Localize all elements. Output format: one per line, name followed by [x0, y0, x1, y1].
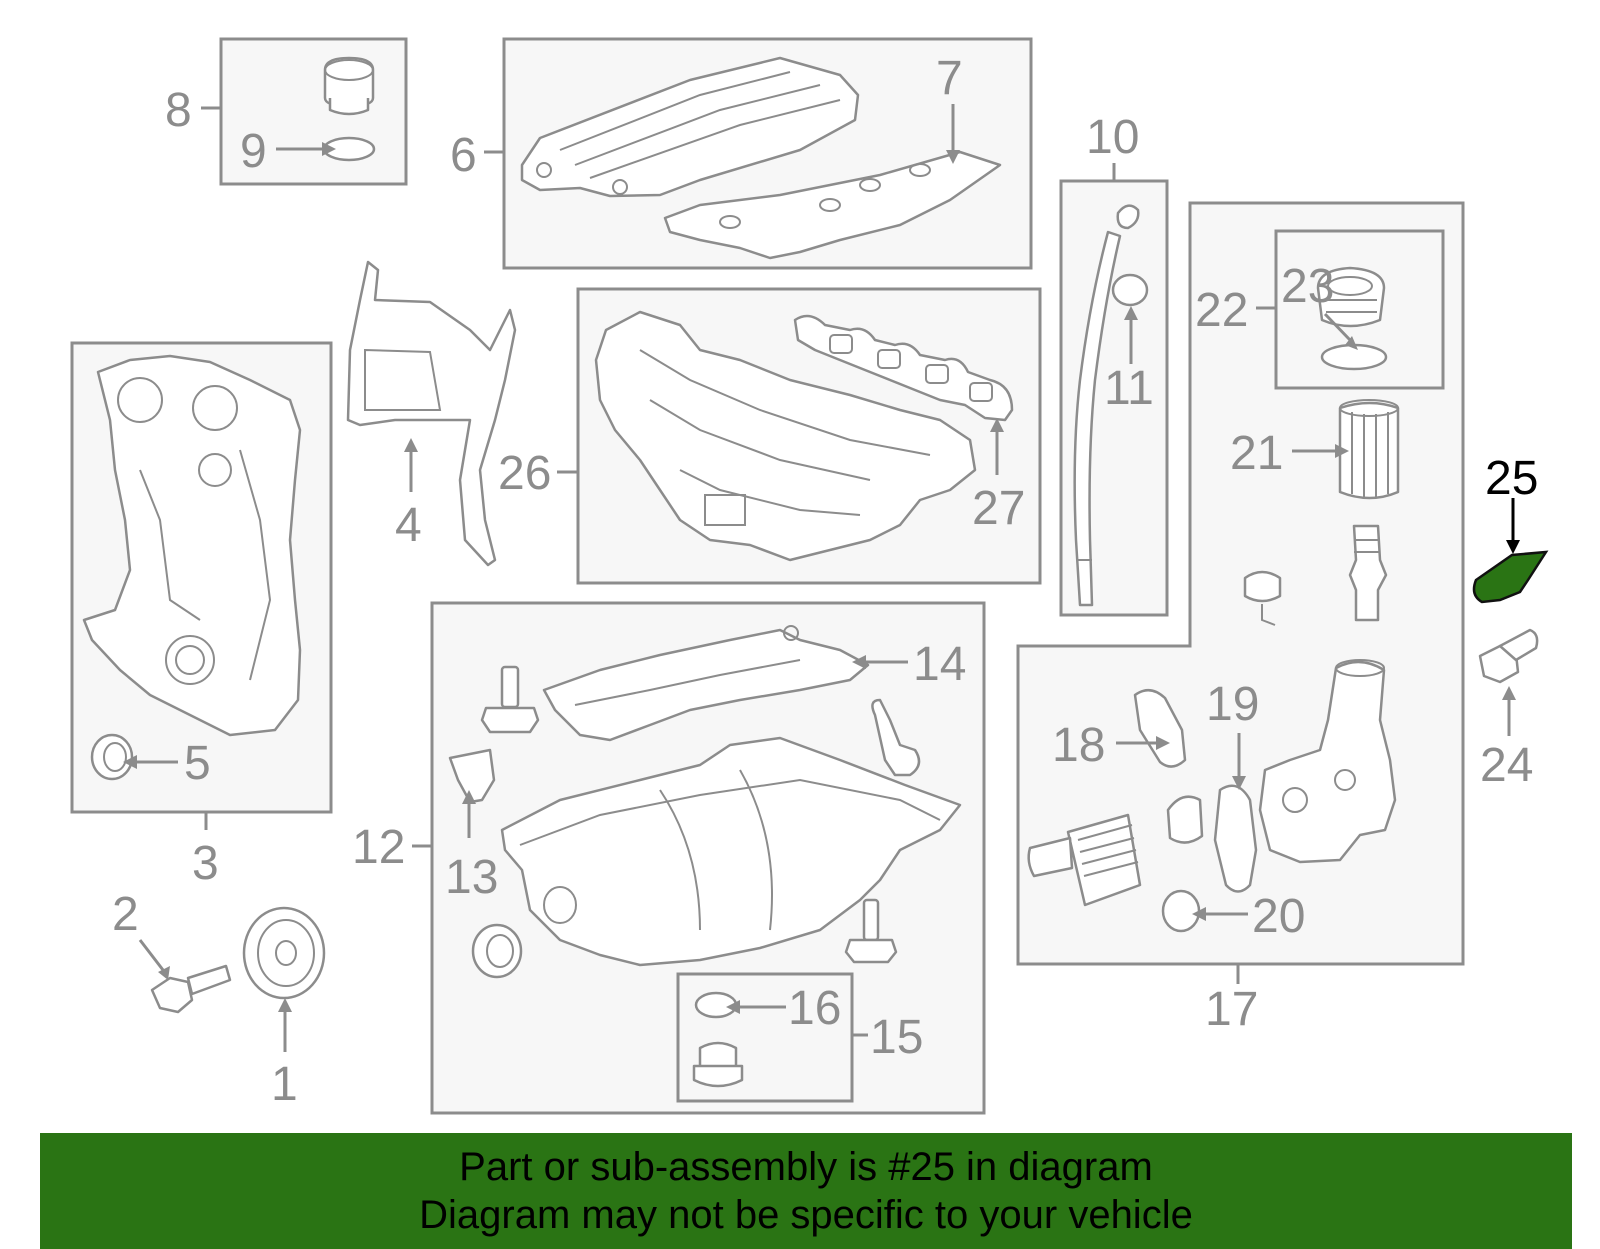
- callout-24: 24: [1480, 739, 1533, 792]
- callout-10: 10: [1086, 111, 1139, 164]
- part-oil-cooler: [1027, 813, 1142, 907]
- arrowhead-25: [1506, 540, 1520, 554]
- callout-18: 18: [1052, 719, 1105, 772]
- arrowheads: [123, 142, 1516, 1014]
- callout-11: 11: [1104, 362, 1154, 415]
- callout-7: 7: [936, 52, 963, 105]
- callout-25: 25: [1485, 452, 1538, 505]
- part-check-valve: [1243, 570, 1282, 626]
- banner-line-2: Diagram may not be specific to your vehi…: [419, 1193, 1193, 1237]
- part-cooler-connector: [1166, 795, 1204, 844]
- part-intake-manifold-gasket: [793, 314, 1014, 422]
- group-box-8: [219, 37, 408, 186]
- leader-2: [138, 939, 165, 971]
- part-rear-seal: [471, 923, 523, 979]
- part-oil-filler-cap: [323, 56, 375, 116]
- callout-1: 1: [271, 1058, 298, 1111]
- part-intake-manifold: [594, 310, 977, 562]
- part-oil-pan-baffle: [542, 625, 870, 742]
- callout-20: 20: [1252, 890, 1305, 943]
- info-banner: Part or sub-assembly is #25 in diagram D…: [40, 1133, 1572, 1249]
- part-oil-filter-element: [1338, 399, 1400, 500]
- callout-6: 6: [450, 129, 477, 182]
- part-oil-filter-cap: [1316, 266, 1386, 328]
- part-oil-filter-housing: [1258, 659, 1397, 864]
- part-25-highlighted: [1472, 550, 1549, 604]
- part-filter-standpipe: [1348, 524, 1388, 622]
- part-oil-pickup-tube: [871, 698, 921, 777]
- part-front-crank-seal: [90, 733, 134, 781]
- callout-26: 26: [498, 447, 551, 500]
- callout-4: 4: [395, 499, 422, 552]
- callout-15: 15: [870, 1011, 923, 1064]
- part-valve-cover-gasket: [663, 150, 1002, 260]
- part-timing-cover-gasket: [346, 260, 517, 567]
- callout-8: 8: [165, 84, 192, 137]
- callout-9: 9: [240, 125, 267, 178]
- callout-5: 5: [184, 737, 211, 790]
- part-oil-pan: [500, 736, 962, 967]
- part-drain-plug: [692, 1041, 744, 1088]
- callout-13: 13: [445, 851, 498, 904]
- callout-19: 19: [1206, 678, 1259, 731]
- callout-3: 3: [192, 837, 219, 890]
- banner-line-1: Part or sub-assembly is #25 in diagram: [459, 1145, 1153, 1189]
- part-crankshaft-bolt: [150, 964, 232, 1014]
- callout-23: 23: [1281, 260, 1334, 313]
- part-oil-dipstick: [1073, 204, 1140, 607]
- part-filter-cap-o-ring: [1320, 343, 1388, 371]
- callout-2: 2: [112, 888, 139, 941]
- leader-23: [1323, 312, 1352, 342]
- part-cooler-seal: [1161, 889, 1201, 933]
- part-oil-drain-plug-insert: [448, 748, 496, 804]
- timing-gasket-window: [364, 348, 442, 411]
- callout-27: 27: [972, 482, 1025, 535]
- callout-17: 17: [1205, 983, 1258, 1036]
- part-timing-cover: [82, 354, 302, 737]
- callout-21: 21: [1230, 427, 1283, 480]
- part-housing-gasket-19: [1213, 784, 1258, 893]
- part-oil-pressure-sensor: [1478, 628, 1539, 684]
- part-valve-cover: [520, 56, 860, 198]
- part-pan-stud-bolt: [844, 898, 898, 964]
- callout-14: 14: [913, 638, 966, 691]
- part-crankshaft-pulley: [242, 906, 326, 1000]
- callout-22: 22: [1195, 284, 1248, 337]
- part-dipstick-seal: [1111, 273, 1149, 307]
- callout-16: 16: [788, 982, 841, 1035]
- part-oil-pan-bolt: [480, 665, 540, 734]
- callout-12: 12: [352, 821, 405, 874]
- part-housing-gasket-18: [1133, 689, 1187, 768]
